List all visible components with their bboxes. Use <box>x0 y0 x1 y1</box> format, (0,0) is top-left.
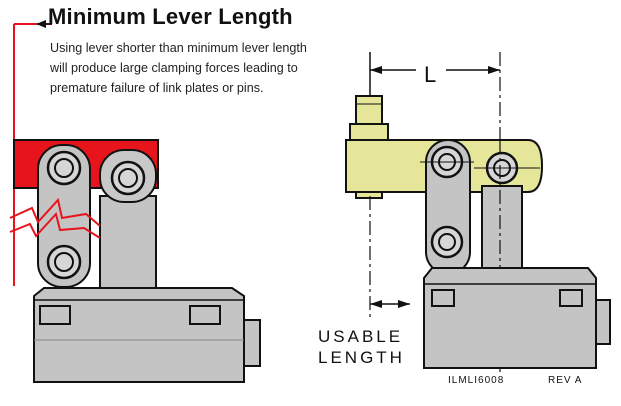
short-lever-illustration <box>9 20 261 383</box>
usable-length-label: USABLE LENGTH <box>318 326 405 368</box>
revision-label: REV A <box>548 375 583 386</box>
caption-line: Using lever shorter than minimum lever l… <box>50 41 307 55</box>
fracture-mark <box>9 197 101 227</box>
dimension-label-L: L <box>424 62 437 87</box>
lower-pin <box>46 244 82 280</box>
warning-caption: Using lever shorter than minimum lever l… <box>50 38 350 98</box>
usable-label-line: USABLE <box>318 327 404 346</box>
plunger <box>99 195 157 291</box>
caption-line: will produce large clamping forces leadi… <box>50 61 298 75</box>
caption-line: premature failure of link plates or pins… <box>50 81 264 95</box>
plunger-pin <box>110 160 146 196</box>
usable-label-line: LENGTH <box>318 348 405 367</box>
right-plunger <box>481 185 523 273</box>
diagram-title: Minimum Lever Length <box>48 4 293 29</box>
drawing-code: ILMLI6008 <box>448 375 505 386</box>
correct-lever-illustration <box>345 52 611 372</box>
clamp-body <box>33 287 245 383</box>
right-clamp-body <box>423 267 597 369</box>
upper-pin <box>46 150 82 186</box>
